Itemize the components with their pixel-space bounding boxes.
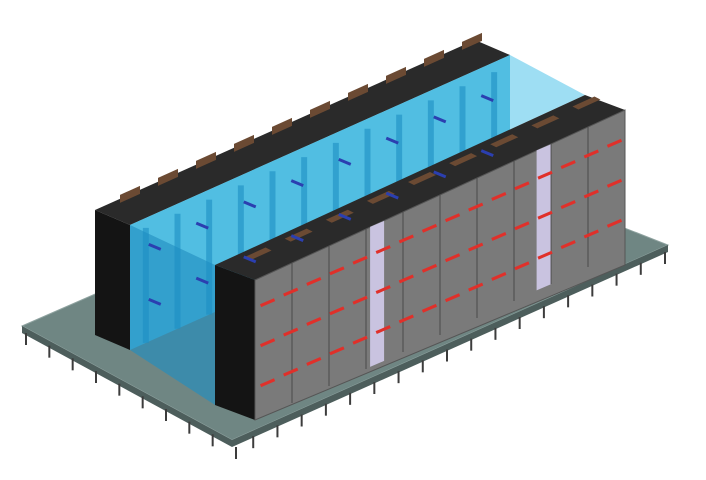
hot-air-arrow [329, 346, 345, 356]
hot-air-arrow [468, 282, 484, 292]
rack-top-vent [120, 185, 140, 203]
hot-air-arrow [491, 272, 507, 281]
rack-top-vent [284, 228, 313, 242]
cold-air-arrow [480, 149, 494, 158]
cold-air-arrow [290, 179, 304, 188]
rack-top-vent [196, 151, 216, 169]
hot-air-arrow [537, 250, 553, 260]
cold-air-arrow [195, 221, 209, 230]
cold-air-arrow [243, 255, 257, 264]
rack-top-vent [531, 115, 560, 129]
hot-air-arrow [444, 253, 461, 263]
back-row-top [95, 40, 510, 225]
hot-air-arrow [421, 303, 438, 313]
hot-air-arrow [352, 335, 368, 345]
hot-air-arrow [306, 277, 322, 286]
cold-air-arrow [148, 242, 162, 251]
hot-air-arrow [514, 181, 530, 191]
hot-air-arrow [537, 210, 553, 220]
cold-air-arrow [195, 276, 209, 285]
in-row-cooling-unit [370, 220, 385, 367]
rack-top-vent [386, 66, 406, 84]
cold-air-arrow [338, 157, 352, 166]
hot-air-arrow [259, 378, 276, 388]
rack-top-vent [348, 83, 368, 101]
hot-air-arrow [444, 213, 461, 223]
hot-air-arrow [375, 325, 391, 334]
cold-air-arrow [338, 212, 352, 221]
front-row-top [215, 95, 625, 280]
hot-air-arrow [375, 285, 391, 294]
hot-air-arrow [560, 160, 576, 169]
rack-top-vent [408, 172, 436, 185]
rack-top-vent [234, 134, 254, 152]
hot-air-arrow [306, 357, 322, 366]
hot-air-arrow [444, 293, 461, 303]
rack-top-vent [462, 32, 482, 50]
hot-air-arrow [283, 367, 299, 377]
rack-top-vent [490, 134, 519, 148]
rack-top-vent [243, 247, 272, 261]
hot-air-arrow [491, 232, 507, 241]
cold-air-arrow [433, 170, 447, 179]
cold-air-arrow [290, 234, 304, 243]
hot-air-arrow [283, 287, 299, 297]
hot-air-arrow [514, 261, 530, 271]
hot-air-arrow [560, 240, 576, 249]
cold-air-arrow [385, 191, 399, 200]
rack-top-vent [424, 49, 444, 67]
hot-air-arrow [583, 229, 599, 239]
hot-air-arrow [583, 189, 599, 199]
hot-air-arrow [259, 298, 276, 308]
cold-air-arrow [243, 200, 257, 209]
hot-air-arrow [352, 255, 368, 265]
floor-legs [25, 252, 666, 459]
rack-top-vent [272, 117, 292, 135]
front-row-end-cap [215, 265, 255, 420]
hot-air-arrow [421, 263, 438, 273]
hot-air-arrow [606, 178, 623, 188]
rack-top-vent [158, 168, 178, 186]
hot-air-arrow [259, 338, 276, 348]
floor-edge-left [22, 326, 232, 447]
hot-air-arrow [537, 170, 553, 180]
hot-air-arrow [514, 221, 530, 231]
hot-air-arrow [468, 242, 484, 252]
cold-air-arrow [480, 94, 494, 103]
hot-air-arrow [421, 223, 438, 233]
airflow-arrows [148, 94, 623, 388]
floor-edge-right [232, 245, 668, 447]
hot-air-arrow [468, 202, 484, 212]
hot-air-arrow [375, 245, 391, 254]
rack-top-vent [449, 153, 478, 167]
hot-air-arrow [583, 149, 599, 159]
hot-air-arrow [560, 200, 576, 209]
hot-air-arrow [329, 266, 345, 276]
hot-air-arrow [491, 192, 507, 201]
hot-air-arrow [606, 138, 623, 148]
hot-air-arrow [283, 327, 299, 337]
rack-top-vent [310, 100, 330, 118]
hot-air-arrow [306, 317, 322, 326]
hot-air-arrow [398, 274, 414, 284]
cold-air-arrow [433, 115, 447, 124]
containment-door [130, 225, 215, 405]
rack-top-vent [572, 96, 601, 110]
back-row-end-cap [95, 210, 130, 350]
cold-air-arrow [385, 136, 399, 145]
hot-air-arrow [398, 234, 414, 244]
hot-air-arrow [329, 306, 345, 316]
hot-air-arrow [398, 314, 414, 324]
hot-air-arrow [606, 218, 623, 228]
cold-air-arrow [148, 297, 162, 306]
hot-air-arrow [352, 295, 368, 305]
